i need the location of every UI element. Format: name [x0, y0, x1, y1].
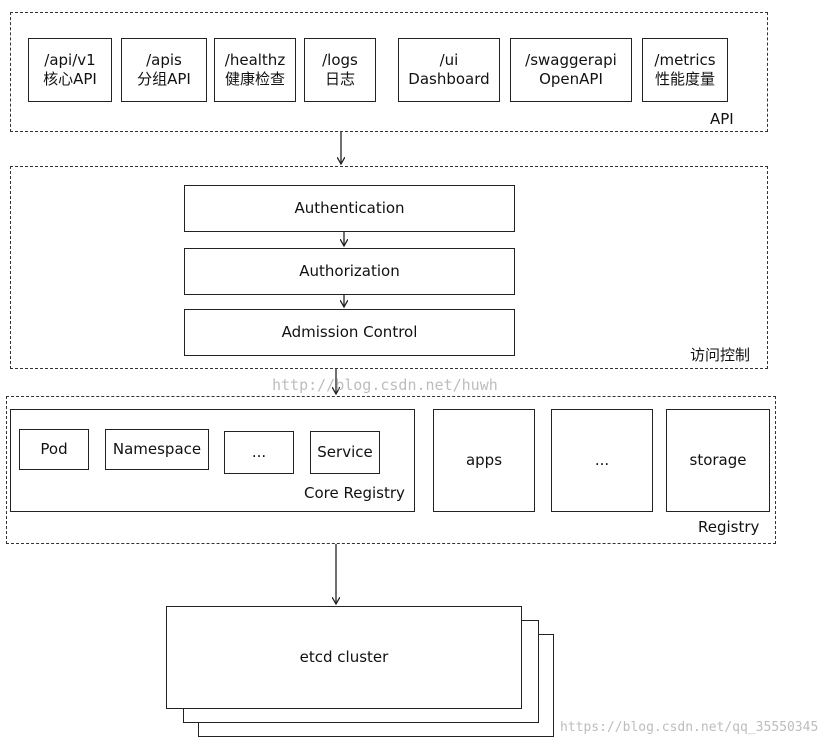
core-registry-label: Core Registry: [304, 484, 405, 502]
endpoint-path: /metrics: [654, 51, 716, 69]
endpoint-path: /logs: [322, 51, 358, 69]
endpoint-desc: 日志: [324, 70, 355, 88]
step-label: Authorization: [299, 262, 400, 280]
endpoint-desc: 性能度量: [654, 70, 715, 88]
endpoint-ui: /ui Dashboard: [398, 38, 500, 102]
storage-registry: storage: [666, 409, 770, 512]
watermark-center: http://blog.csdn.net/huwh: [272, 376, 498, 394]
watermark-bottom-right: https://blog.csdn.net/qq_35550345: [560, 720, 818, 735]
registry-item-label: Namespace: [112, 440, 202, 458]
registry-item-label: Service: [317, 443, 373, 461]
endpoint-swaggerapi: /swaggerapi OpenAPI: [510, 38, 632, 102]
endpoint-desc: OpenAPI: [539, 70, 603, 88]
authentication-step: Authentication: [184, 185, 515, 232]
connector-arrows: [0, 132, 784, 748]
endpoint-desc: 健康检查: [224, 70, 285, 88]
namespace-item: Namespace: [105, 429, 209, 470]
endpoint-desc: Dashboard: [408, 70, 490, 88]
ellipsis-registry: ...: [551, 409, 653, 512]
endpoint-desc: 分组API: [137, 70, 191, 88]
access-control-group: [10, 166, 768, 369]
endpoint-desc: 核心API: [43, 70, 97, 88]
endpoint-metrics: /metrics 性能度量: [642, 38, 728, 102]
endpoint-apis: /apis 分组API: [121, 38, 207, 102]
access-control-label: 访问控制: [690, 346, 751, 364]
pod-item: Pod: [19, 429, 89, 470]
step-label: Admission Control: [281, 323, 418, 341]
etcd-cluster: etcd cluster: [166, 606, 522, 709]
service-item: Service: [310, 431, 380, 474]
endpoint-logs: /logs 日志: [304, 38, 376, 102]
registry-label: ...: [594, 451, 610, 469]
endpoint-path: /ui: [439, 51, 459, 69]
admission-control-step: Admission Control: [184, 309, 515, 356]
api-group: [10, 12, 768, 132]
registry-label: apps: [465, 451, 503, 469]
ellipsis-item: ...: [224, 431, 294, 474]
step-label: Authentication: [294, 199, 405, 217]
apps-registry: apps: [433, 409, 535, 512]
registry-group: [6, 396, 776, 544]
registry-item-label: Pod: [40, 440, 68, 458]
endpoint-path: /healthz: [224, 51, 286, 69]
etcd-label: etcd cluster: [299, 648, 389, 666]
endpoint-path: /api/v1: [44, 51, 96, 69]
api-group-label: API: [710, 110, 734, 128]
registry-group-label: Registry: [698, 518, 760, 536]
authorization-step: Authorization: [184, 248, 515, 295]
registry-item-label: ...: [251, 443, 267, 461]
endpoint-path: /apis: [146, 51, 182, 69]
registry-label: storage: [689, 451, 747, 469]
endpoint-api-v1: /api/v1 核心API: [28, 38, 112, 102]
endpoint-healthz: /healthz 健康检查: [214, 38, 296, 102]
endpoint-path: /swaggerapi: [525, 51, 617, 69]
